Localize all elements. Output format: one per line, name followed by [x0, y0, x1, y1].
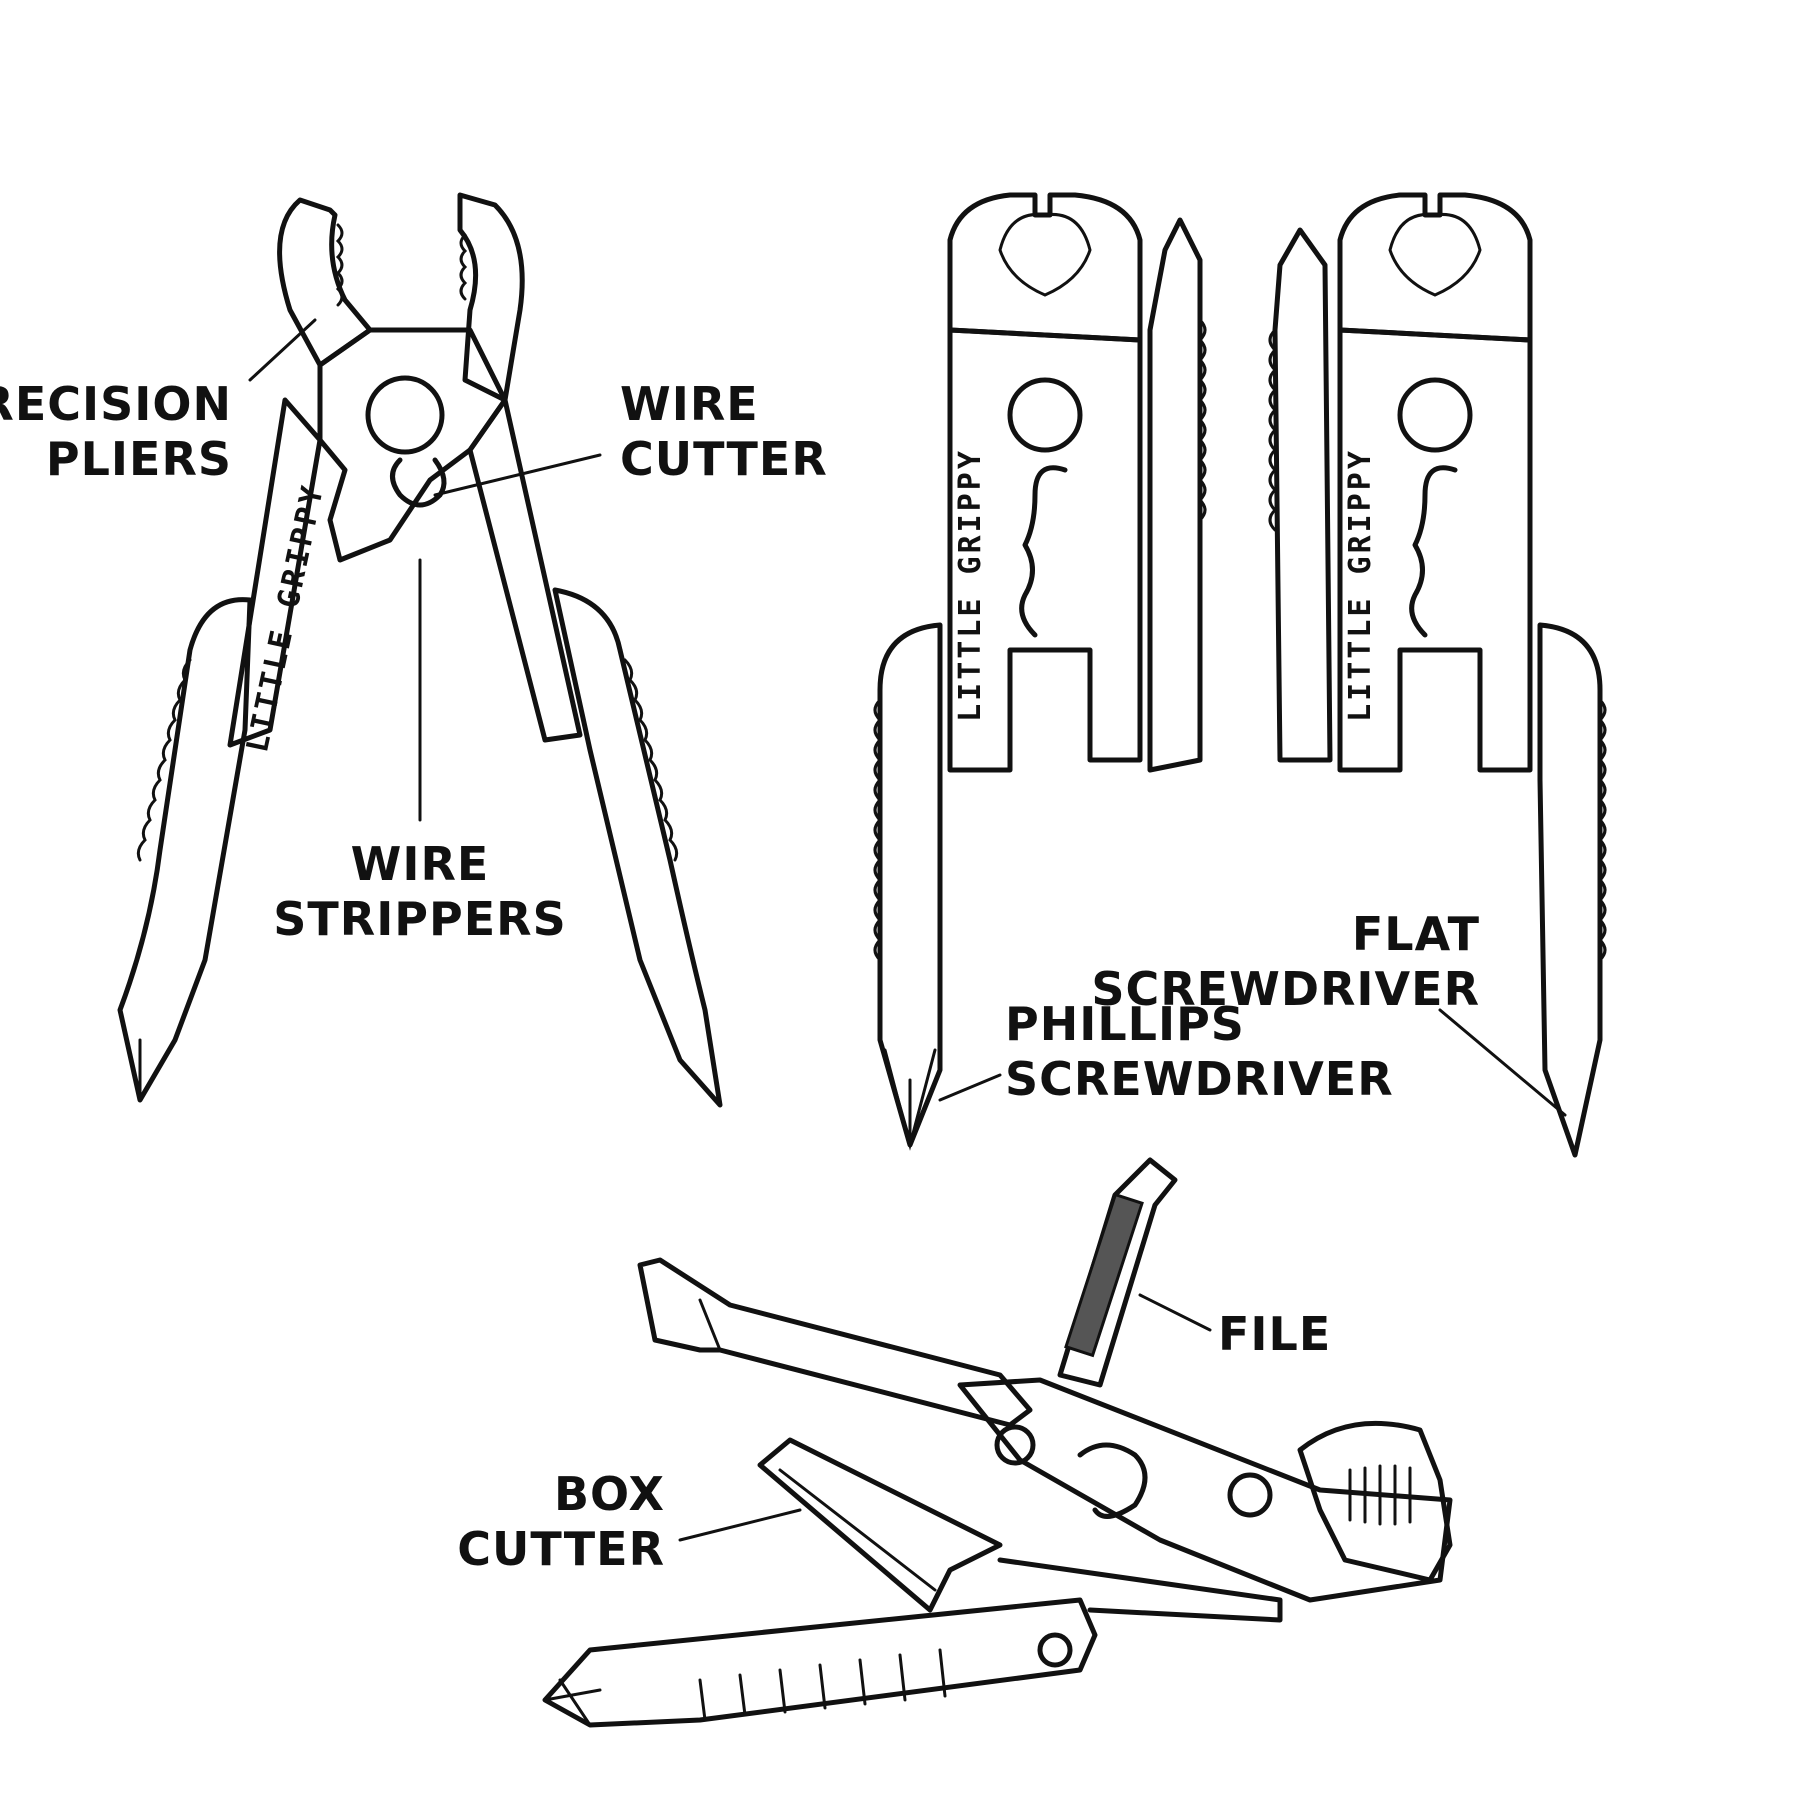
folded-pliers-illustration: LITTLE GRIPPY LITTLE GRIPPY: [873, 192, 1607, 1158]
label-flat-line2: SCREWDRIVER: [1091, 962, 1480, 1016]
label-precision-pliers-line2: PLIERS: [46, 432, 232, 486]
flat-handle-grip: [1597, 698, 1607, 962]
label-box-cutter-line2: CUTTER: [457, 1522, 665, 1576]
brand-text: LITTLE GRIPPY: [240, 480, 331, 755]
flat-handle: [1537, 622, 1603, 1158]
leader-file: [1138, 1293, 1212, 1332]
brand-imprint-folded-left: LITTLE GRIPPY: [953, 448, 988, 722]
folded-right-body: [1337, 327, 1533, 773]
brand-imprint-left: LITTLE GRIPPY: [240, 480, 331, 755]
phillips-blade-right: [1272, 227, 1333, 763]
box-cutter-blade: [757, 1437, 1003, 1613]
perspective-stripper: [1077, 1442, 1148, 1519]
left-jaw: [277, 197, 373, 368]
perspective-body: [957, 1377, 1453, 1603]
folded-right-pivot: [1397, 377, 1473, 453]
right-handle-grip: [623, 658, 679, 862]
pivot-hole: [365, 375, 445, 455]
perspective-head: [1297, 1420, 1453, 1583]
brand-imprint-folded-right: LITTLE GRIPPY: [1343, 448, 1378, 722]
label-phillips-line2: SCREWDRIVER: [1005, 1052, 1394, 1106]
left-handle-grip: [136, 658, 192, 862]
right-arm: [467, 397, 583, 743]
lower-handle-hole: [1037, 1632, 1073, 1668]
label-box-cutter-line1: BOX: [554, 1467, 665, 1521]
phillips-tip-left: [118, 1008, 142, 1102]
label-file: FILE: [1218, 1307, 1331, 1361]
folded-right-stripper: [1409, 465, 1458, 638]
leader-flat: [1438, 1008, 1567, 1117]
label-wire-strippers-line1: WIRE: [351, 837, 490, 891]
perspective-knurl: [1348, 1464, 1412, 1526]
phillips-tip: [883, 1048, 937, 1151]
perspective-pivot: [994, 1424, 1036, 1466]
lower-handle: [542, 1597, 1098, 1728]
upper-arm: [637, 1257, 1033, 1428]
flat-blade-left-grip: [1197, 318, 1207, 522]
wire-stripper-notch: [390, 457, 447, 508]
lower-phillips-tip: [543, 1678, 602, 1727]
file-texture: [1064, 1192, 1144, 1358]
label-flat-line1: FLAT: [1352, 907, 1480, 961]
leader-box-cutter: [678, 1508, 802, 1542]
phillips-handle-grip: [873, 698, 883, 962]
left-jaw-teeth: [335, 223, 344, 307]
flat-blade-left: [1147, 217, 1203, 773]
label-wire-strippers-line2: STRIPPERS: [273, 892, 566, 946]
label-wire-cutter-line2: CUTTER: [620, 432, 828, 486]
folded-left-stripper: [1019, 465, 1068, 638]
label-wire-cutter-line1: WIRE: [620, 377, 759, 431]
brand-text: LITTLE GRIPPY: [953, 448, 988, 722]
leader-precision-pliers: [248, 318, 317, 382]
folded-right-teeth: [1388, 212, 1482, 297]
label-phillips-line1: PHILLIPS: [1005, 997, 1245, 1051]
lower-handle-ridges: [698, 1648, 947, 1722]
upper-arm-joint: [698, 1298, 722, 1352]
folded-left-body: [947, 327, 1143, 773]
folded-right-head: [1337, 192, 1533, 343]
open-pliers-illustration: LITTLE GRIPPY: [117, 192, 723, 1108]
callout-labels: PRECISION PLIERS WIRE CUTTER WIRE STRIPP…: [0, 377, 1480, 1576]
leader-wire-cutter: [433, 453, 602, 497]
left-arm: [227, 397, 323, 748]
right-jaw-teeth: [459, 233, 468, 301]
brand-text: LITTLE GRIPPY: [1343, 448, 1378, 722]
perspective-pliers-illustration: [542, 1157, 1453, 1728]
box-cutter-edge: [778, 1468, 937, 1592]
folded-left-pivot: [1007, 377, 1083, 453]
right-handle: [552, 587, 723, 1108]
folded-left-teeth: [998, 212, 1092, 297]
pliers-body: [317, 327, 508, 563]
folded-left-head: [947, 192, 1143, 343]
lower-second-arm: [997, 1557, 1283, 1623]
label-precision-pliers-line1: PRECISION: [0, 377, 232, 431]
leader-phillips: [938, 1073, 1002, 1102]
phillips-blade-right-grip: [1268, 328, 1278, 532]
perspective-hole: [1227, 1472, 1273, 1518]
